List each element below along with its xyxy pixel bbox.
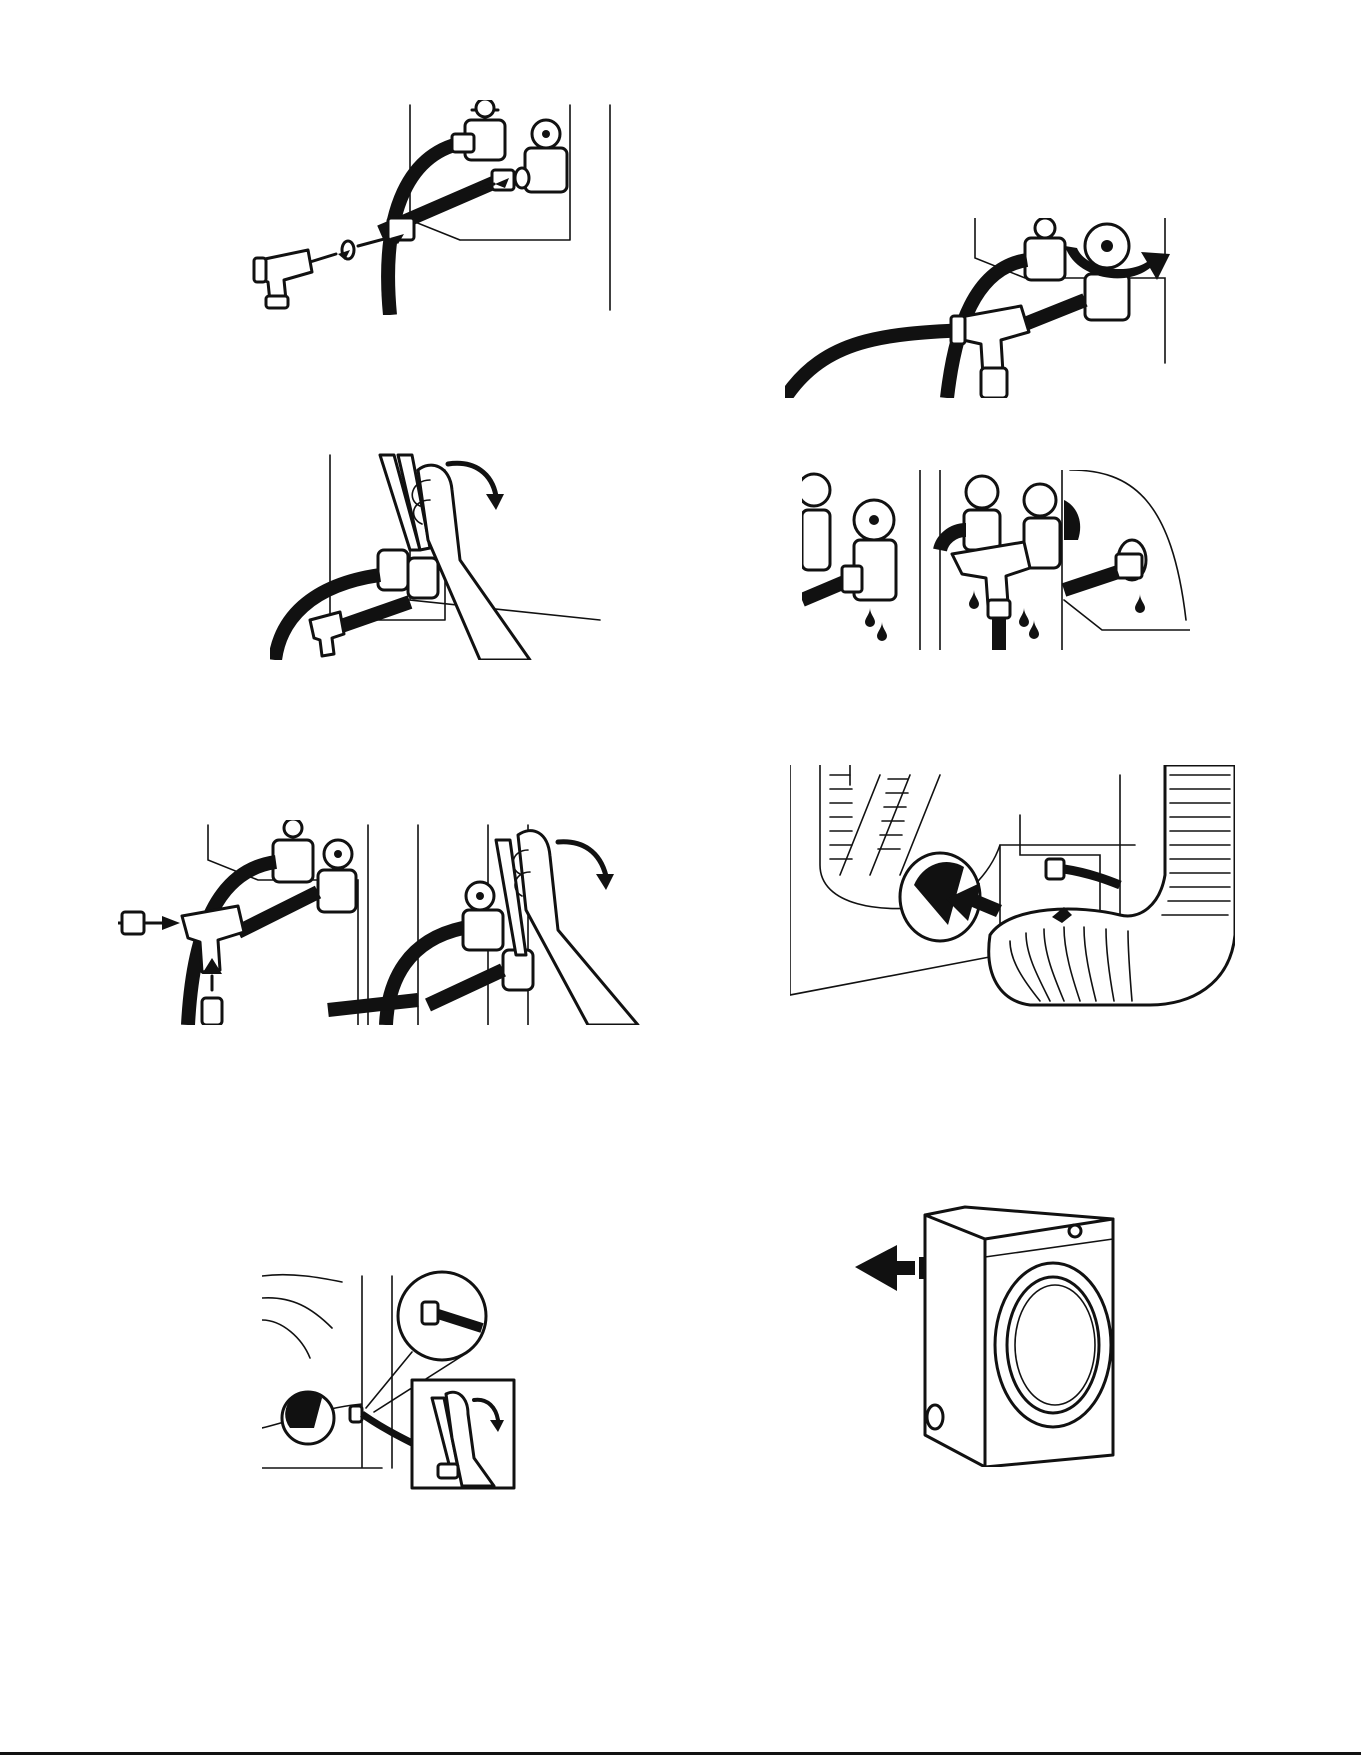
figure-leak-check	[802, 470, 1190, 650]
vent-duct-connect-icon	[790, 765, 1235, 1010]
figure-pliers-tighten	[270, 450, 610, 660]
y-connector-assembly-icon	[240, 100, 620, 315]
footer-rule	[0, 1752, 1361, 1755]
dryer-move-icon	[855, 1205, 1130, 1467]
figure-y-connector-assembly	[240, 100, 620, 315]
y-connector-attach-icon	[118, 820, 648, 1025]
faucet-turn-on-icon	[785, 218, 1175, 398]
figure-dryer-inlet	[262, 1268, 517, 1490]
figure-dryer-move	[855, 1205, 1130, 1467]
figure-y-connector-attach	[118, 820, 648, 1025]
figure-faucet-turn-on	[785, 218, 1175, 398]
figure-vent-duct-connect	[790, 765, 1235, 1010]
pliers-tighten-icon	[270, 450, 610, 660]
leak-check-icon	[802, 470, 1190, 650]
dryer-inlet-icon	[262, 1268, 517, 1490]
